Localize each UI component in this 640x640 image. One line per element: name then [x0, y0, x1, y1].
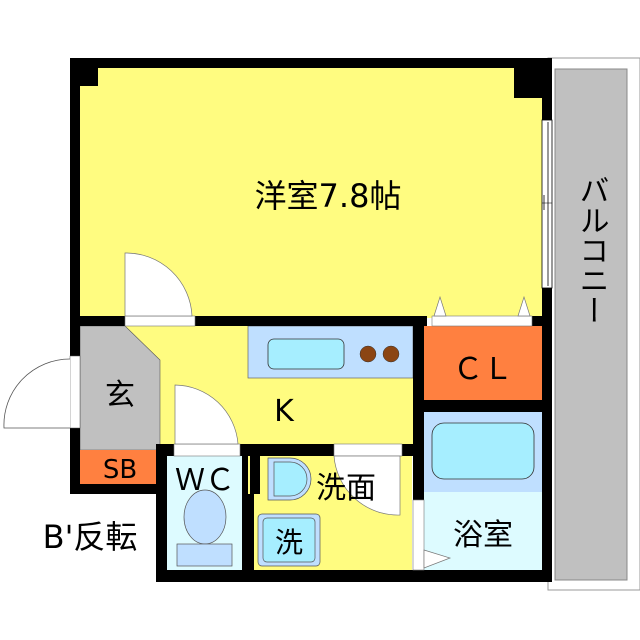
closet [424, 326, 542, 401]
washroom-door-swing [333, 455, 401, 516]
toilet-label: ＷＣ [175, 463, 235, 498]
toilet-tank-icon [176, 543, 233, 567]
walls [70, 58, 552, 582]
kitchen-label: K [274, 394, 295, 429]
balcony-window [541, 119, 553, 289]
closet-door-icon [517, 295, 531, 317]
closet-door-icon [433, 295, 447, 317]
balcony-label: バルコニー [574, 175, 609, 325]
stove-burner-icon [382, 345, 400, 363]
bathroom-label: 浴室 [453, 518, 513, 553]
balcony [547, 57, 640, 591]
stove-burner-icon [359, 345, 377, 363]
sink-icon [267, 338, 345, 370]
entrance-label: 玄 [105, 378, 135, 413]
western-room-label: 洋室7.8帖 [255, 177, 402, 215]
washroom-label: 洗面 [316, 471, 376, 506]
shoe-box [80, 450, 156, 486]
shoe-box-label: SB [103, 455, 137, 485]
closet-label: ＣＬ [453, 352, 513, 387]
variant-note: B'反転 [43, 518, 138, 556]
bathtub-icon [431, 422, 535, 480]
kitchen-counter [247, 325, 414, 379]
toilet-bowl-icon [183, 489, 227, 545]
wc-door-swing [174, 384, 239, 445]
laundry-label: 洗 [275, 526, 303, 559]
room-door-swing [124, 252, 193, 317]
entrance-door-swing [3, 358, 71, 429]
bath-door-icon [423, 549, 452, 569]
